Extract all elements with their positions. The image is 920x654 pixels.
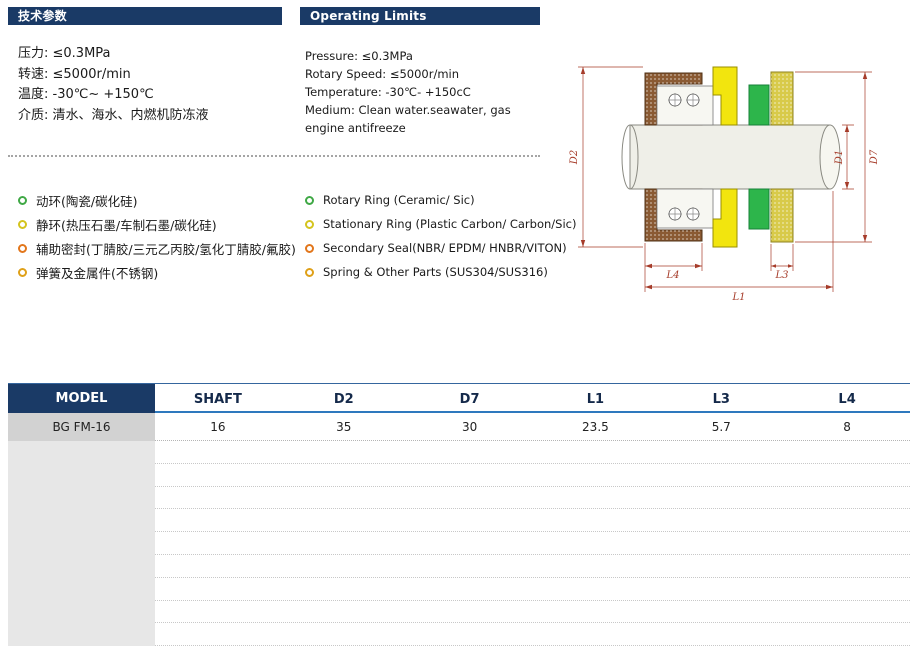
column-header-model: MODEL [8,384,155,414]
table-row-empty [8,623,910,647]
bullet-icon [18,267,27,277]
dimension-lines [578,66,872,292]
table-row: BG FM-16 16 35 30 23.5 5.7 8 [8,413,910,441]
cell-shaft: 16 [210,420,226,434]
table-row-empty [8,600,910,624]
list-item: Secondary Seal(NBR/ EPDM/ HNBR/VITON) [305,236,576,260]
material-label: Spring & Other Parts (SUS304/SUS316) [323,265,548,279]
list-item: Spring & Other Parts (SUS304/SUS316) [305,260,576,284]
dim-label-l3: L3 [774,270,788,281]
bullet-icon [305,243,314,253]
material-label: 弹簧及金属件(不锈钢) [36,265,159,281]
list-item: Stationary Ring (Plastic Carbon/ Carbon/… [305,212,576,236]
bullet-icon [305,267,314,277]
cell-l4: 8 [843,420,851,434]
table-row-empty [8,463,910,487]
dim-label-d7: D7 [869,149,880,165]
spec-line: Rotary Speed: ≤5000r/min [305,67,460,81]
section-header-cn: 技术参数 [8,7,282,25]
bullet-icon [305,195,314,205]
material-label: Rotary Ring (Ceramic/ Sic) [323,193,475,207]
table-row-empty [8,486,910,510]
dimension-labels: D2 D1 D7 L4 L3 L1 [569,149,880,303]
column-header-l3: L3 [712,391,730,407]
spec-line: 转速: ≤5000r/min [18,66,131,82]
materials-list-cn: 动环(陶瓷/碳化硅) 静环(热压石墨/车制石墨/碳化硅) 辅助密封(丁腈胶/三元… [18,188,296,284]
dim-label-d2: D2 [569,150,580,165]
bullet-icon [18,195,27,205]
cell-model: BG FM-16 [8,413,155,441]
table-row-empty [8,509,910,533]
list-item: 动环(陶瓷/碳化硅) [18,188,296,212]
column-header-d7: D7 [459,391,480,407]
column-header-shaft: SHAFT [193,391,242,407]
table-row-empty [8,532,910,555]
list-item: 辅助密封(丁腈胶/三元乙丙胶/氢化丁腈胶/氟胶) [18,236,296,260]
bullet-icon [18,219,27,229]
cell-l3: 5.7 [711,420,731,434]
dimension-arrowheads [580,67,868,290]
table-empty-rows [8,441,910,647]
list-item: Rotary Ring (Ceramic/ Sic) [305,188,576,212]
material-label: 动环(陶瓷/碳化硅) [36,193,138,209]
shaft-drawing [621,124,841,190]
spec-line: Medium: Clean water.seawater, gas engine… [305,103,511,135]
dim-label-l4: L4 [665,270,679,281]
cell-d2: 35 [336,420,352,434]
operating-limits-en: Pressure: ≤0.3MPa Rotary Speed: ≤5000r/m… [305,47,543,137]
bullet-icon [18,243,27,253]
cell-l1: 23.5 [582,420,609,434]
bullet-icon [305,219,314,229]
material-label: 辅助密封(丁腈胶/三元乙丙胶/氢化丁腈胶/氟胶) [36,241,296,257]
spec-line: 介质: 清水、海水、内燃机防冻液 [18,107,209,123]
seal-cross-section-diagram: D2 D1 D7 L4 L3 L1 [569,66,880,303]
spec-line: Pressure: ≤0.3MPa [305,49,413,63]
column-header-d2: D2 [333,391,354,407]
seal-assembly-drawing [644,66,794,126]
spec-line: 温度: -30℃~ +150℃ [18,87,154,102]
material-label: Secondary Seal(NBR/ EPDM/ HNBR/VITON) [323,241,567,255]
operating-limits-cn: 压力: ≤0.3MPa 转速: ≤5000r/min 温度: -30℃~ +15… [18,44,209,126]
dotted-divider [8,155,540,157]
table-header-row: MODEL SHAFT D2 D7 L1 L3 L4 [8,383,910,414]
section-header-cn-label: 技术参数 [18,9,67,23]
section-header-en-label: Operating Limits [310,9,427,23]
table-row-empty [8,441,910,464]
dim-label-d1: D1 [834,150,845,165]
materials-list-en: Rotary Ring (Ceramic/ Sic) Stationary Ri… [305,188,576,284]
table-row-empty [8,577,910,601]
section-header-operating-limits: Operating Limits [300,7,540,25]
material-label: Stationary Ring (Plastic Carbon/ Carbon/… [323,217,577,231]
cell-d7: 30 [461,420,478,434]
list-item: 静环(热压石墨/车制石墨/碳化硅) [18,212,296,236]
list-item: 弹簧及金属件(不锈钢) [18,260,296,284]
dimension-table: MODEL SHAFT D2 D7 L1 L3 L4 BG FM-16 16 3… [8,383,910,647]
dim-label-l1: L1 [731,292,745,303]
column-header-l1: L1 [586,391,605,407]
column-header-l4: L4 [838,391,856,407]
spec-line: Temperature: -30℃- +150cC [305,85,471,99]
material-label: 静环(热压石墨/车制石墨/碳化硅) [36,217,217,233]
spec-line: 压力: ≤0.3MPa [18,46,111,61]
table-row-empty [8,554,910,578]
